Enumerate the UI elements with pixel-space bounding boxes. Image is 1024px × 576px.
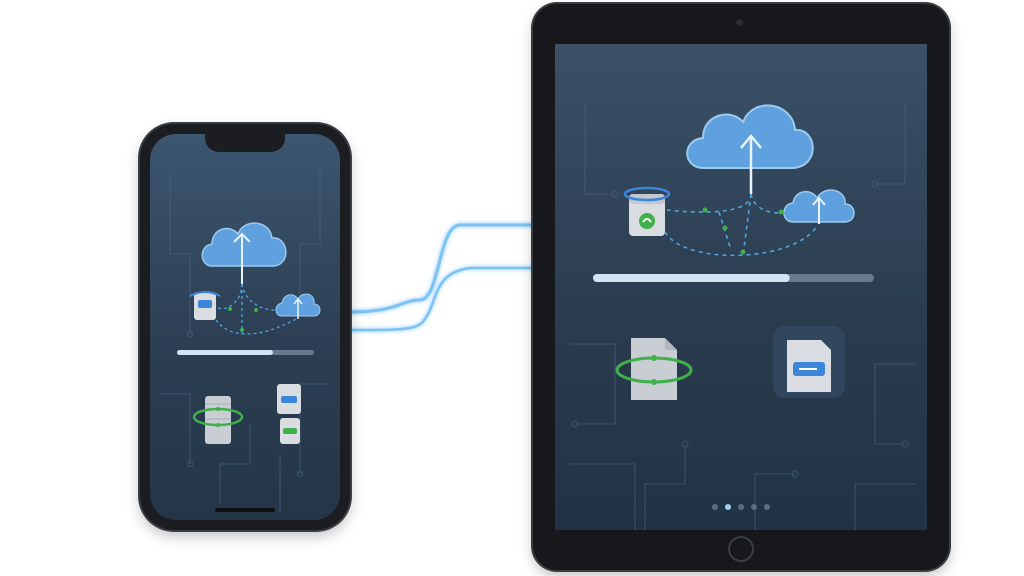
page-indicator[interactable] xyxy=(555,504,927,510)
page-dot[interactable] xyxy=(764,504,770,510)
phone-icon xyxy=(280,418,300,444)
tablet-device xyxy=(533,4,949,570)
tablet-screen xyxy=(555,44,927,530)
phone-screen xyxy=(150,134,340,520)
contact-card-icon[interactable] xyxy=(773,326,845,398)
tablet-sync-graphic xyxy=(593,104,874,400)
phone-sync-graphic xyxy=(177,222,321,444)
page-dot[interactable] xyxy=(738,504,744,510)
link-line-lower xyxy=(347,266,540,332)
document-icon xyxy=(631,338,677,400)
circuit-background xyxy=(570,104,915,530)
cloud-upload-icon xyxy=(686,104,814,194)
phone-device xyxy=(140,124,350,530)
page-dot[interactable] xyxy=(751,504,757,510)
link-line-upper xyxy=(347,223,540,314)
tablet-camera xyxy=(736,19,743,26)
phone-sync-progress xyxy=(177,350,314,355)
small-cloud-upload-icon xyxy=(783,189,855,224)
document-icon xyxy=(623,186,671,236)
page-dot[interactable] xyxy=(712,504,718,510)
phone-home-indicator[interactable] xyxy=(215,508,275,512)
contact-card-icon xyxy=(277,384,301,414)
tablet-sync-progress xyxy=(593,274,874,282)
small-cloud-upload-icon xyxy=(275,293,321,319)
tablet-home-button[interactable] xyxy=(728,536,754,562)
phone-notch xyxy=(205,134,285,152)
document-icon xyxy=(189,291,221,320)
page-dot[interactable] xyxy=(725,504,731,510)
document-icon xyxy=(205,396,231,444)
cloud-upload-icon xyxy=(201,222,287,284)
